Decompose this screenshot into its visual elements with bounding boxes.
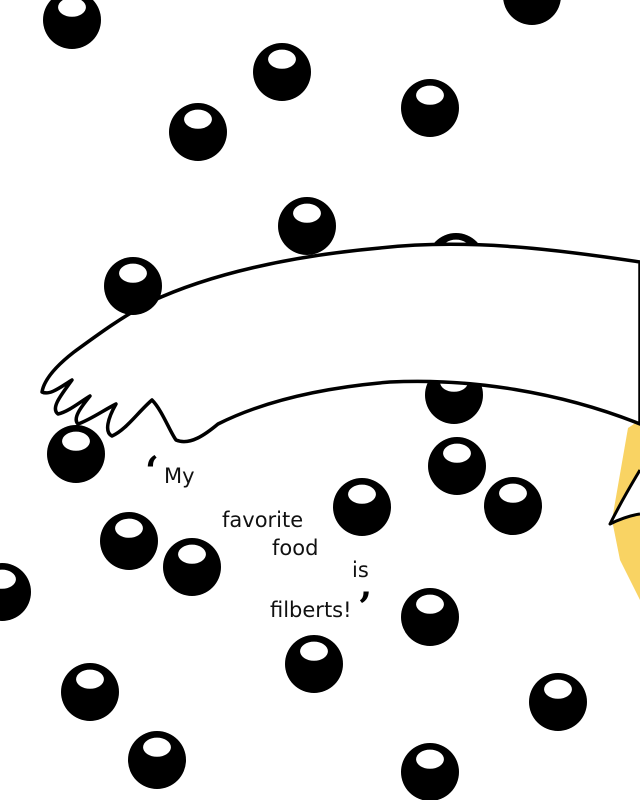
yellow-shape-outline: [608, 469, 640, 526]
hazelnut-icon: [401, 79, 459, 137]
open-quote-mark: ‘: [145, 448, 159, 495]
quote-word-1: My: [164, 464, 195, 488]
hazelnut-icon: [529, 673, 587, 731]
hazelnut-icon: [128, 731, 186, 789]
hazelnut-icon: [104, 257, 162, 315]
hazelnut-icon: [0, 563, 31, 621]
quote-word-5: filberts!: [270, 598, 352, 622]
hazelnut-icon: [278, 197, 336, 255]
hazelnut-icon: [333, 478, 391, 536]
hazelnut-icon: [43, 0, 101, 49]
hazelnut-icon: [285, 635, 343, 693]
hazelnut-icon: [163, 538, 221, 596]
hazelnuts-front: [0, 0, 587, 800]
quote-word-4: is: [352, 558, 369, 582]
hazelnut-icon: [253, 43, 311, 101]
hazelnut-icon: [484, 477, 542, 535]
close-quote-mark: ’: [358, 584, 372, 631]
hazelnut-icon: [61, 663, 119, 721]
hazelnut-icon: [401, 588, 459, 646]
hazelnut-icon: [169, 103, 227, 161]
quote-word-3: food: [272, 536, 319, 560]
quote-word-2: favorite: [222, 508, 304, 532]
hazelnut-icon: [503, 0, 561, 25]
arm-illustration: [40, 242, 640, 444]
hazelnut-icon: [401, 743, 459, 800]
hazelnut-icon: [47, 425, 105, 483]
hazelnut-icon: [100, 512, 158, 570]
hazelnut-icon: [428, 437, 486, 495]
